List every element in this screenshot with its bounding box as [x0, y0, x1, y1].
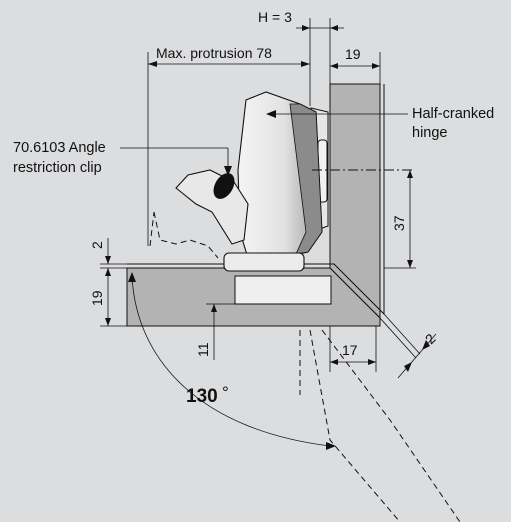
- dim2r-ext-1: [379, 317, 417, 359]
- dim2-arrow: [105, 256, 111, 264]
- dim19-arrow-bottom: [105, 318, 111, 326]
- dim2r-arrow-2: [422, 340, 430, 350]
- open-door-outline: [149, 211, 219, 259]
- hinge-label-1: Half-cranked: [412, 106, 494, 122]
- dim11-label: 11: [195, 342, 211, 357]
- protrusion-label: Max. protrusion 78: [156, 45, 272, 61]
- dim17-arrow-left: [330, 359, 338, 365]
- dim37-arrow-top: [407, 170, 413, 178]
- dim37-label: 37: [391, 215, 407, 231]
- side-19-label: 19: [345, 46, 361, 62]
- dim11-arrow: [211, 304, 217, 312]
- clip-label-1: 70.6103 Angle: [13, 140, 106, 156]
- restriction-clip: [175, 169, 249, 245]
- dim19-left-label: 19: [89, 290, 105, 306]
- hinge-arm-shade: [289, 103, 323, 255]
- dim17-arrow-right: [368, 359, 376, 365]
- angle-label: 130: [186, 386, 218, 407]
- opening-arc: [131, 275, 331, 447]
- arc-arrow-bottom: [326, 442, 336, 450]
- dim2r-line: [397, 333, 437, 379]
- dim19-arrow-top: [105, 268, 111, 276]
- h-arrow-left: [302, 25, 310, 31]
- dim37-arrow-bottom: [407, 260, 413, 268]
- dim17-label: 17: [342, 342, 358, 358]
- rotated-door-line-2: [321, 329, 461, 522]
- hinge-base: [223, 252, 305, 272]
- h-label: H = 3: [258, 9, 292, 25]
- clip-knob: [213, 173, 235, 199]
- side-arrow-right: [372, 63, 380, 69]
- clip-label-2: restriction clip: [13, 160, 102, 176]
- degree-label: °: [222, 383, 229, 402]
- clip-leader-arrow: [224, 166, 232, 176]
- hinge-label-2: hinge: [412, 125, 447, 141]
- rotated-door-line-1: [309, 329, 401, 522]
- dim2r-arrow-1: [404, 362, 412, 372]
- arc-arrow-top: [128, 272, 136, 282]
- dim2r-ext-2: [383, 313, 421, 355]
- prot-arrow-left: [148, 61, 157, 67]
- hinge-leader-arrow: [266, 110, 276, 118]
- side-arrow-left: [330, 63, 338, 69]
- dim2-left-label: 2: [89, 241, 105, 249]
- hinge-cup: [234, 275, 332, 305]
- prot-arrow-right: [301, 61, 310, 67]
- h-arrow-right: [330, 25, 338, 31]
